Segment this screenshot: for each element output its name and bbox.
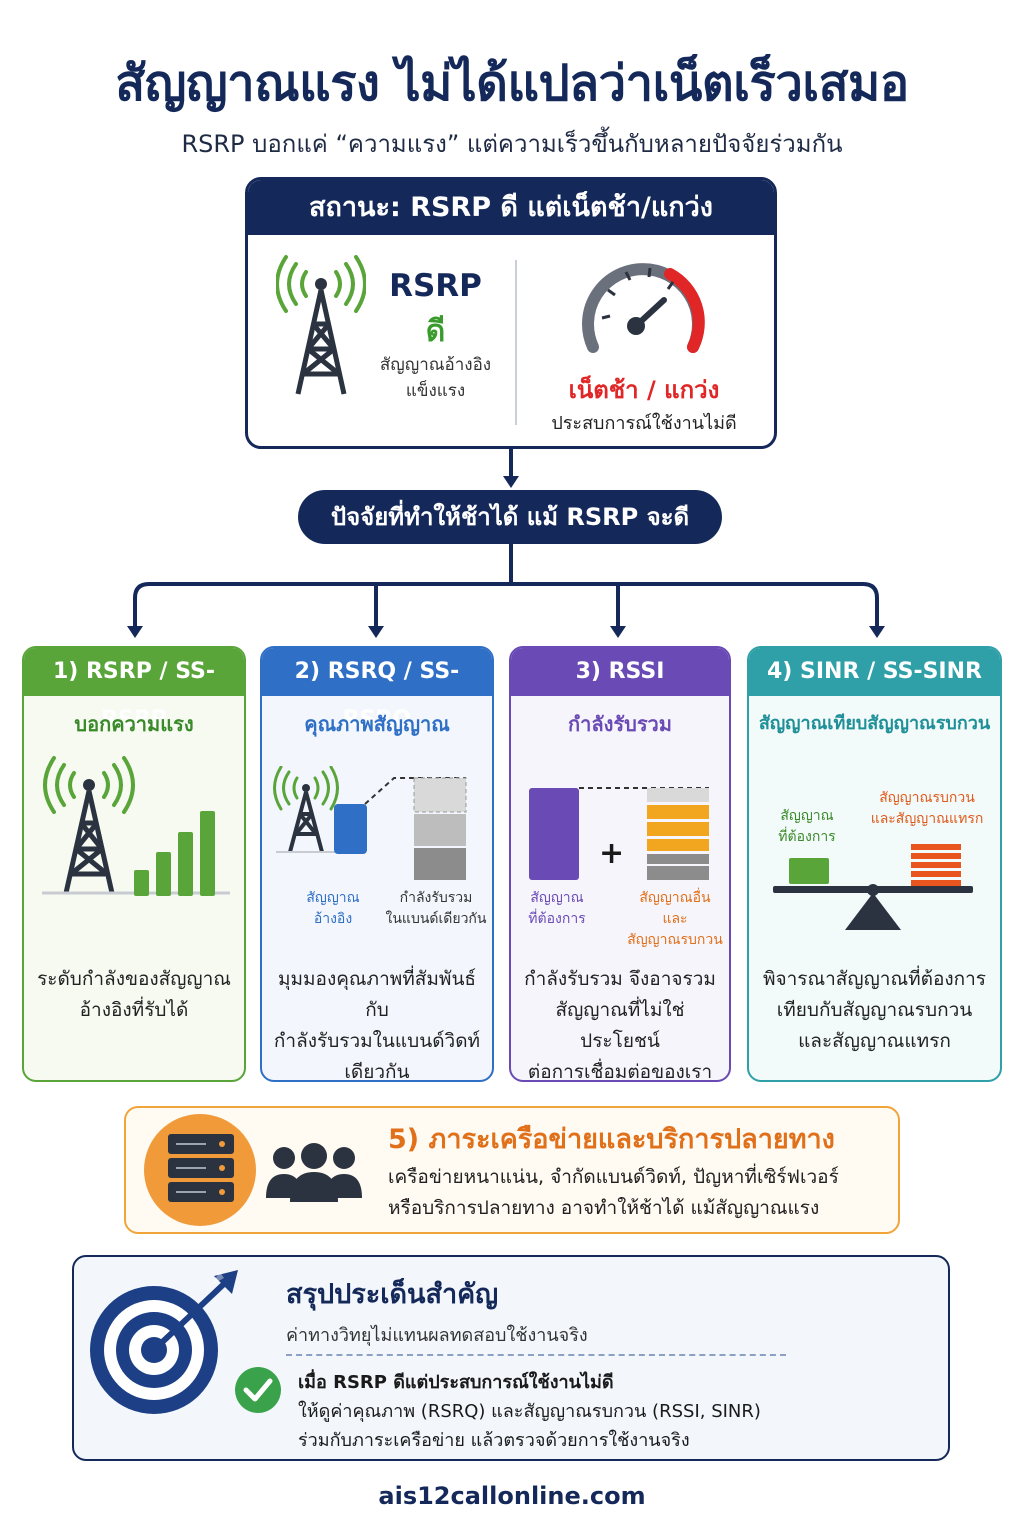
card-rssi: 3) RSSI กำลังรับรวม + สัญญาณ ที่ต้องการ … — [509, 646, 731, 1082]
check-icon — [235, 1367, 281, 1413]
label-line: ในแบนด์เดียวกัน — [385, 911, 487, 927]
summary-point-line: เมื่อ RSRP ดีแต่ประสบการณ์ใช้งานไม่ดี — [298, 1372, 614, 1393]
network-load-title: 5) ภาระเครือข่ายและบริการปลายทาง — [388, 1124, 835, 1155]
label-line: สัญญาณ — [306, 890, 360, 906]
card-description: กำลังรับรวม จึงอาจรวม สัญญาณที่ไม่ใช่ประ… — [517, 964, 723, 1082]
card-header: 2) RSRQ / SS-RSRQ — [262, 648, 492, 732]
card-subtitle: คุณภาพสัญญาณ — [304, 712, 450, 736]
users-icon — [266, 1143, 362, 1202]
label-line: กำลังรับรวม — [399, 890, 473, 906]
card-header: 4) SINR / SS-SINR — [749, 648, 1000, 696]
rsrp-desc-line: สัญญาณอ้างอิง — [379, 355, 492, 375]
slow-label: เน็ตช้า / แกว่ง — [568, 376, 720, 404]
card-rsrq: 2) RSRQ / SS-RSRQ คุณภาพสัญญาณ สัญญาณ อ้… — [260, 646, 494, 1082]
cell-tower-icon — [273, 766, 339, 853]
card-desc-line: สัญญาณที่ไม่ใช่ประโยชน์ — [555, 999, 685, 1052]
label-line: สัญญาณรบกวน — [627, 932, 723, 948]
summary-point-line: ร่วมกับภาระเครือข่าย แล้วตรวจด้วยการใช้ง… — [298, 1430, 690, 1451]
label-line: และ — [662, 911, 688, 927]
total-power-label: กำลังรับรวม ในแบนด์เดียวกัน — [380, 888, 492, 930]
summary-divider — [286, 1354, 786, 1356]
label-line: อ้างอิง — [313, 911, 353, 927]
card-subtitle: สัญญาณเทียบสัญญาณรบกวน — [758, 713, 991, 734]
load-desc-line: หรือบริการปลายทาง อาจทำให้ช้าได้ แม้สัญญ… — [388, 1197, 820, 1219]
rsrp-description: สัญญาณอ้างอิง แข็งแรง — [368, 352, 503, 404]
card-subtitle: บอกความแรง — [74, 712, 194, 736]
rssi-diagram — [529, 787, 709, 880]
plus-sign: + — [599, 836, 625, 871]
card-header: 3) RSSI — [511, 648, 729, 696]
cell-tower-icon — [275, 254, 367, 403]
factors-title: ปัจจัยที่ทำให้ช้าได้ แม้ RSRP จะดี — [298, 490, 722, 544]
card-description: ระดับกำลังของสัญญาณ อ้างอิงที่รับได้ — [30, 964, 238, 1026]
card-header: 1) RSRP / SS-RSRP — [24, 648, 244, 732]
card-subtitle: กำลังรับรวม — [568, 712, 672, 736]
card-desc-line: เดียวกัน — [344, 1061, 410, 1082]
card-desc-line: อ้างอิงที่รับได้ — [79, 999, 189, 1021]
card-desc-line: กำลังรับรวม จึงอาจรวม — [524, 968, 716, 990]
card-desc-line: กำลังรับรวมในแบนด์วิดท์ — [273, 1030, 481, 1052]
card-desc-line: ต่อการเชื่อมต่อของเรา — [527, 1061, 713, 1082]
summary-point-line: ให้ดูค่าคุณภาพ (RSRQ) และสัญญาณรบกวน (RS… — [298, 1401, 761, 1422]
slow-description: ประสบการณ์ใช้งานไม่ดี — [551, 413, 737, 434]
card-desc-line: มุมมองคุณภาพที่สัมพันธ์กับ — [277, 968, 477, 1021]
wanted-signal-label: สัญญาณ ที่ต้องการ — [515, 888, 599, 930]
other-signal-label: สัญญาณอื่น และ สัญญาณรบกวน — [619, 888, 729, 951]
page-title: สัญญาณแรง ไม่ได้แปลว่าเน็ตเร็วเสมอ — [115, 55, 909, 112]
target-icon — [90, 1270, 238, 1414]
card-desc-line: ระดับกำลังของสัญญาณ — [37, 968, 231, 990]
speedometer-icon — [578, 252, 708, 366]
load-desc-line: เครือข่ายหนาแน่น, จำกัดแบนด์วิดท์, ปัญหา… — [388, 1166, 839, 1188]
label-line: และสัญญาณแทรก — [870, 811, 984, 827]
card-desc-line: และสัญญาณแทรก — [798, 1030, 951, 1052]
interference-label: สัญญาณรบกวน และสัญญาณแทรก — [861, 788, 993, 830]
card-desc-line: เทียบกับสัญญาณรบกวน — [776, 999, 973, 1021]
label-line: สัญญาณ — [780, 808, 834, 824]
card-desc-line: พิจารณาสัญญาณที่ต้องการ — [762, 968, 987, 990]
footer-link[interactable]: ais12callonline.com — [378, 1482, 646, 1510]
network-load-description: เครือข่ายหนาแน่น, จำกัดแบนด์วิดท์, ปัญหา… — [388, 1162, 888, 1224]
connector-lines — [127, 449, 885, 638]
rsrp-desc-line: แข็งแรง — [405, 381, 466, 401]
status-box: สถานะ: RSRP ดี แต่เน็ตช้า/แกว่ง RSRP ดี … — [245, 177, 777, 449]
signal-bars-icon — [134, 811, 215, 896]
rsrp-good-label: ดี — [425, 314, 446, 349]
wanted-signal-label: สัญญาณ ที่ต้องการ — [765, 806, 849, 848]
label-line: สัญญาณอื่น — [639, 890, 711, 906]
summary-title: สรุปประเด็นสำคัญ — [286, 1279, 499, 1310]
card-description: มุมมองคุณภาพที่สัมพันธ์กับ กำลังรับรวมใน… — [268, 964, 486, 1082]
card-sinr: 4) SINR / SS-SINR สัญญาณเทียบสัญญาณรบกวน… — [747, 646, 1002, 1082]
rsrp-label: RSRP — [389, 268, 482, 304]
card-rsrp: 1) RSRP / SS-RSRP บอกความแรง ระดับกำลังข… — [22, 646, 246, 1082]
server-icon — [144, 1114, 256, 1226]
status-divider — [515, 260, 517, 425]
label-line: สัญญาณ — [530, 890, 584, 906]
summary-points: เมื่อ RSRP ดีแต่ประสบการณ์ใช้งานไม่ดี ให… — [298, 1368, 858, 1455]
summary-subtitle: ค่าทางวิทยุไม่แทนผลทดสอบใช้งานจริง — [286, 1325, 588, 1346]
label-line: ที่ต้องการ — [778, 829, 836, 845]
page-subtitle: RSRP บอกแค่ “ความแรง” แต่ความเร็วขึ้นกับ… — [181, 130, 843, 158]
label-line: สัญญาณรบกวน — [879, 790, 975, 806]
signal-label: สัญญาณ อ้างอิง — [288, 888, 378, 930]
card-description: พิจารณาสัญญาณที่ต้องการ เทียบกับสัญญาณรบ… — [755, 964, 994, 1057]
label-line: ที่ต้องการ — [528, 911, 586, 927]
balance-scale-icon — [773, 844, 973, 930]
status-header: สถานะ: RSRP ดี แต่เน็ตช้า/แกว่ง — [248, 180, 774, 235]
rsrq-diagram — [273, 766, 467, 880]
